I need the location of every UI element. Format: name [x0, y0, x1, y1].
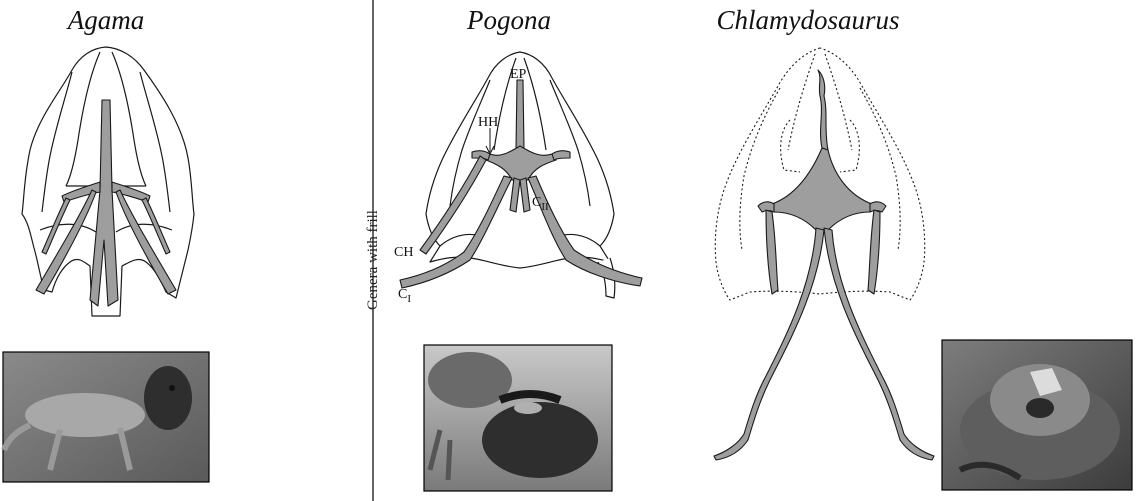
chlamydosaurus-title: Chlamydosaurus — [716, 5, 899, 35]
chlamydosaurus-ceratohyal-left — [766, 210, 778, 294]
chlamydosaurus-hypohyal-right — [870, 202, 886, 212]
chlamydosaurus-entoglossal-process — [818, 70, 828, 150]
pogona-label-hh: HH — [478, 115, 498, 130]
pogona-photo — [424, 345, 612, 491]
chlamydosaurus-inner-dotted-left — [788, 54, 815, 150]
agama-title: Agama — [66, 5, 145, 35]
chlamydosaurus-hyoid-body — [772, 148, 872, 230]
chlamydosaurus-orbit-dotted-right — [840, 120, 859, 172]
genera-with-frill-label: Genera with frill — [365, 210, 381, 310]
pogona-label-ch: CH — [394, 245, 413, 260]
pogona-title: Pogona — [466, 5, 551, 35]
chlamydosaurus-ceratobranchial-right — [824, 228, 934, 460]
pogona-label-c1: CI — [398, 287, 411, 305]
pogona-label-ep: EP — [510, 67, 527, 82]
chlamydosaurus-orbit-dotted-left — [781, 120, 800, 172]
agama-photo — [3, 352, 209, 482]
chlamydosaurus-inner-dotted-right — [825, 54, 852, 150]
chlamydosaurus-skull-diagram — [714, 48, 934, 460]
pogona-entoglossal-process — [516, 80, 524, 150]
pogona-skull-diagram: EP HH CH CI CII — [394, 52, 642, 305]
chlamydosaurus-photo — [942, 340, 1132, 490]
agama-skull-diagram — [22, 47, 194, 316]
chlamydosaurus-ceratohyal-right — [868, 210, 880, 294]
